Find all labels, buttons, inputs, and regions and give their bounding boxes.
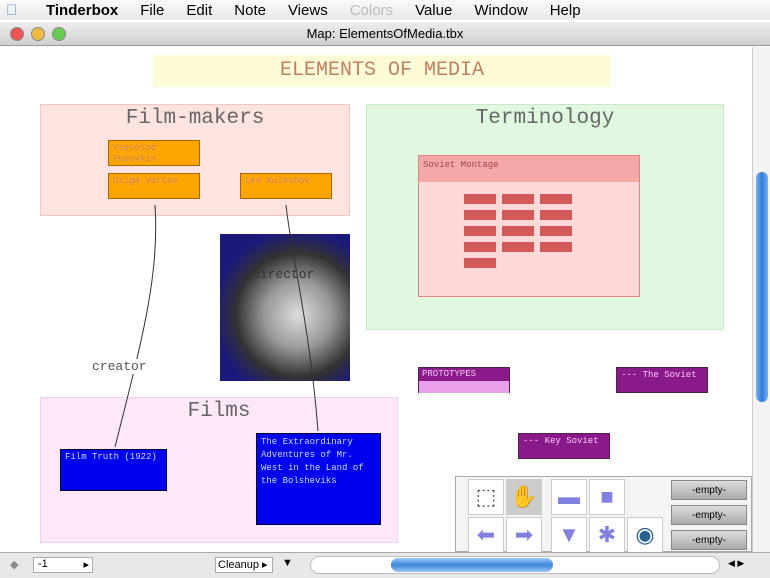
note-vertov[interactable]: Dziga Vertov — [108, 173, 200, 199]
select-tool-icon[interactable]: ⬚ — [468, 479, 504, 515]
note-kuleshov[interactable]: Lev Kuleshov — [240, 173, 332, 199]
close-button[interactable] — [10, 27, 24, 41]
menu-help[interactable]: Help — [549, 1, 581, 19]
agent-icon[interactable]: ✱ — [589, 517, 625, 553]
menu-colors: Colors — [349, 1, 394, 19]
note-film-truth[interactable]: Film Truth (1922) — [60, 449, 167, 491]
note-title: Soviet Montage — [419, 156, 639, 182]
adornment-label: Terminology — [475, 107, 615, 130]
map-canvas[interactable]: ELEMENTS OF MEDIA Film-makers Terminolog… — [0, 47, 752, 552]
prototype-slot-3[interactable]: -empty- — [671, 530, 747, 550]
child-notes-grid — [464, 194, 572, 268]
menu-file[interactable]: File — [140, 1, 165, 19]
horizontal-scrollbar[interactable] — [310, 556, 720, 574]
arrow-left-icon[interactable]: ⬅ — [468, 517, 504, 553]
note-title: PROTOTYPES — [422, 369, 477, 379]
map-title: ELEMENTS OF MEDIA — [153, 55, 611, 87]
field-value: -1 — [38, 558, 48, 570]
menu-edit[interactable]: Edit — [186, 1, 213, 19]
globe-icon[interactable]: ◉ — [627, 517, 663, 553]
link-creator[interactable] — [114, 204, 157, 448]
cleanup-button[interactable]: Cleanup ▸ — [215, 557, 273, 573]
menu-value[interactable]: Value — [415, 1, 453, 19]
link-director[interactable] — [285, 204, 319, 432]
zoom-button[interactable] — [52, 27, 66, 41]
window-title: Map: ElementsOfMedia.tbx — [306, 26, 464, 41]
note-soviet-montage[interactable]: Soviet Montage — [418, 155, 640, 297]
menu-app[interactable]: Tinderbox — [46, 1, 119, 19]
bottom-bar: ◆ -1 ▸ Cleanup ▸ ▼ ◀ ▶ — [0, 552, 770, 578]
child-note-icon[interactable]: ▼ — [551, 517, 587, 553]
hand-tool-icon[interactable]: ✋ — [506, 479, 542, 515]
window-titlebar: Map: ElementsOfMedia.tbx — [0, 22, 770, 46]
link-label-creator: creator — [92, 359, 147, 374]
scroll-thumb[interactable] — [756, 172, 768, 402]
menu-bar:  Tinderbox File Edit Note Views Colors … — [0, 0, 770, 20]
tag-icon[interactable]: ▼ — [282, 557, 293, 569]
minimize-button[interactable] — [31, 27, 45, 41]
menu-views[interactable]: Views — [287, 1, 328, 19]
link-label-director: director — [252, 267, 315, 282]
adornment-label: Film-makers — [125, 107, 265, 130]
vertical-scrollbar[interactable] — [752, 47, 770, 552]
note-the-soviet[interactable]: --- The Soviet — [616, 367, 708, 393]
new-note-icon[interactable]: ■ — [589, 479, 625, 515]
prototype-slot-2[interactable]: -empty- — [671, 505, 747, 525]
outline-level-field[interactable]: -1 ▸ — [33, 557, 93, 573]
prototype-slot-1[interactable]: -empty- — [671, 480, 747, 500]
note-key-soviet[interactable]: --- Key Soviet — [518, 433, 610, 459]
zoom-icon[interactable]: ◆ — [10, 559, 19, 571]
scroll-thumb[interactable] — [391, 558, 553, 572]
arrow-right-icon[interactable]: ➡ — [506, 517, 542, 553]
note-pudovkin[interactable]: Vsevolod Pudovkin — [108, 140, 200, 166]
link-lines — [114, 204, 319, 448]
menu-window[interactable]: Window — [474, 1, 528, 19]
note-mr-west[interactable]: The Extraordinary Adventures of Mr. West… — [256, 433, 381, 525]
director-photo[interactable] — [220, 234, 350, 381]
separator-icon[interactable]: ▬ — [551, 479, 587, 515]
scroll-arrows[interactable]: ◀ ▶ — [728, 558, 745, 568]
cleanup-label: Cleanup — [218, 559, 259, 571]
note-prototypes[interactable]: PROTOTYPES — [418, 367, 510, 393]
tool-palette: ⬚ ✋ ⬅ ➡ ▬ ■ ▼ ✱ ◉ -empty- -empty- -empty… — [455, 476, 752, 553]
apple-menu-icon[interactable]:  — [6, 2, 24, 19]
adornment-label: Films — [187, 400, 251, 423]
menu-note[interactable]: Note — [234, 1, 266, 19]
